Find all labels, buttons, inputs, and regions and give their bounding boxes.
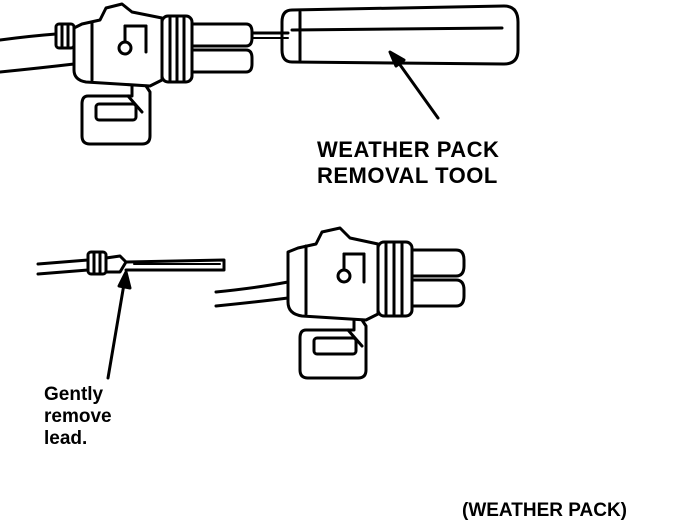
removal-tool-handle <box>280 4 520 66</box>
lead-pointer-arrow <box>106 270 132 380</box>
remove-lead-label-line2: remove <box>44 406 112 427</box>
top-cavity-upper <box>190 22 254 48</box>
top-connector-assembly <box>0 2 520 146</box>
removal-tool-label-line2: REMOVAL TOOL <box>317 163 498 188</box>
top-latch-tab <box>80 84 152 146</box>
lead-wire-lower <box>36 268 90 276</box>
figure-caption: (WEATHER PACK) <box>462 500 627 521</box>
remove-lead-label: Gently remove lead. <box>44 384 112 450</box>
bottom-connector-body <box>286 226 380 322</box>
removal-tool-label-line1: WEATHER PACK <box>317 137 500 162</box>
top-wire-upper <box>0 32 58 42</box>
bottom-wire-upper <box>214 280 290 294</box>
top-latch-detail <box>117 24 148 56</box>
top-connector-body <box>72 2 164 88</box>
top-wire-lower <box>0 62 76 74</box>
top-wire-seal <box>54 22 76 50</box>
bottom-connector-assembly <box>214 226 466 380</box>
top-seal-ring <box>160 14 194 84</box>
terminal-and-lead <box>36 250 226 380</box>
terminal-crimp <box>104 254 128 274</box>
terminal-pin <box>124 258 226 272</box>
remove-lead-label-line1: Gently <box>44 384 104 405</box>
lead-wire-upper <box>36 258 90 266</box>
bottom-latch-tab <box>298 318 368 380</box>
bottom-wire-lower <box>214 296 290 308</box>
remove-lead-label-line3: lead. <box>44 428 88 449</box>
removal-tool-label: WEATHER PACK REMOVAL TOOL <box>317 137 499 189</box>
top-cavity-lower <box>190 48 254 74</box>
lead-wire-seal <box>86 250 108 276</box>
tool-pointer-arrow <box>388 50 440 120</box>
bottom-cavity-lower <box>410 278 466 308</box>
bottom-seal-ring <box>376 240 414 318</box>
bottom-latch-detail <box>336 252 366 284</box>
bottom-cavity-upper <box>410 248 466 278</box>
